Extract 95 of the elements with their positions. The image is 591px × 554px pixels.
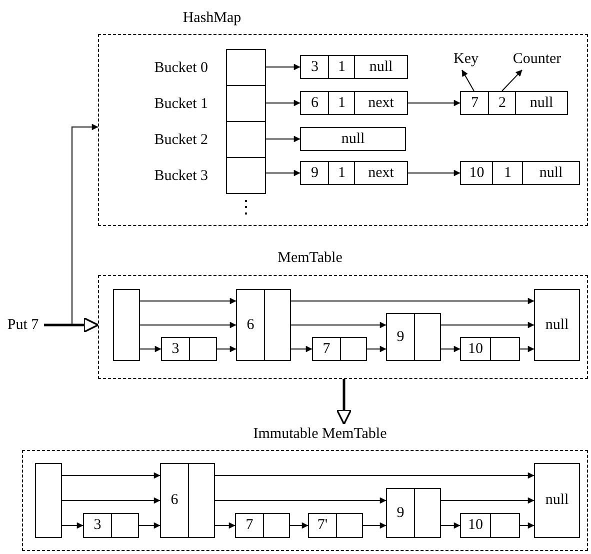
arrow (214, 497, 386, 504)
group-title: Immutable MemTable (253, 425, 387, 444)
skiplist-node (113, 289, 140, 361)
arrow (408, 170, 460, 176)
bucket-label: Bucket 2 (153, 130, 208, 150)
key-value: 7 (322, 340, 332, 358)
arrow (290, 298, 534, 304)
skiplist-node (308, 513, 363, 538)
arrow (290, 522, 308, 529)
key-value: 7' (316, 516, 329, 535)
arrow (366, 346, 386, 352)
record-field: null (535, 464, 579, 537)
key-value: 6 (170, 491, 180, 510)
arrow (266, 100, 300, 106)
arrow (266, 136, 300, 142)
record-box (300, 161, 408, 185)
record-field: 9 (301, 162, 328, 184)
bucket-label: Bucket 0 (153, 58, 208, 78)
skiplist-node (35, 463, 62, 538)
record-box (460, 161, 580, 185)
arrow (266, 64, 300, 70)
arrow (62, 497, 160, 504)
hollow-arrow (336, 379, 352, 425)
record-field: null (301, 128, 405, 150)
arrow (140, 346, 162, 352)
key-value: 6 (246, 316, 256, 334)
record-field: null (354, 56, 407, 78)
skiplist-node (460, 513, 520, 538)
key-value: 10 (466, 516, 484, 535)
arrow (362, 522, 386, 529)
skiplist-node (386, 313, 441, 361)
record-field: null (535, 290, 579, 360)
key-value: 7 (244, 516, 254, 535)
record-field: 1 (328, 92, 354, 114)
record-field: null (514, 92, 567, 114)
group-title: MemTable (278, 249, 342, 268)
arrow (440, 522, 460, 529)
arrow (502, 70, 522, 92)
record-field: 3 (301, 56, 328, 78)
arrow (138, 522, 160, 529)
skiplist-node (161, 337, 217, 361)
bucket-slot (226, 157, 266, 194)
record-field: 1 (492, 162, 522, 184)
key-value: 9 (396, 504, 406, 522)
key-value: 10 (466, 340, 484, 358)
arrow (266, 170, 300, 176)
record-box (300, 91, 408, 115)
arrow (214, 472, 534, 479)
arrow (440, 346, 460, 352)
arrow (62, 472, 160, 479)
record-field: 1 (328, 162, 354, 184)
record-field: 10 (461, 162, 492, 184)
record-box (300, 55, 408, 79)
bucket-slot (226, 121, 266, 158)
key-value: 3 (92, 516, 102, 535)
skiplist-node (312, 337, 367, 361)
arrow (520, 346, 534, 352)
bucket-slot (226, 49, 266, 86)
record-field: 1 (328, 56, 354, 78)
key-value: 9 (396, 328, 406, 346)
arrow (214, 522, 236, 529)
arrow (140, 322, 236, 328)
arrow (408, 100, 460, 106)
record-field: 7 (461, 92, 488, 114)
skiplist-node (386, 488, 441, 538)
skiplist-node (83, 513, 139, 538)
record-field: next (354, 162, 407, 184)
bucket-slot (226, 85, 266, 122)
key-value: 3 (170, 340, 180, 358)
text-label: Key (450, 48, 482, 70)
arrow (62, 522, 84, 529)
record-field: null (522, 162, 579, 184)
arrow (440, 322, 534, 328)
arrow (140, 298, 236, 304)
text-label: Put 7 (2, 315, 44, 335)
arrow (440, 497, 534, 504)
skiplist-node (460, 337, 520, 361)
ellipsis-mark: ⋮ (240, 196, 252, 218)
arrow (216, 346, 236, 352)
hollow-arrow (44, 317, 99, 333)
arrow (462, 70, 474, 92)
arrow (290, 346, 312, 352)
skiplist-node (236, 289, 291, 361)
arrow (520, 522, 534, 529)
text-label: Counter (506, 48, 568, 70)
bucket-label: Bucket 1 (153, 94, 208, 114)
arrow (290, 322, 386, 328)
group-title: HashMap (182, 9, 242, 28)
skiplist-node (160, 463, 215, 538)
record-field: next (354, 92, 407, 114)
record-box (460, 91, 568, 115)
bucket-label: Bucket 3 (153, 166, 208, 186)
record-field: 6 (301, 92, 328, 114)
skiplist-node (235, 513, 290, 538)
record-field: 2 (488, 92, 515, 114)
